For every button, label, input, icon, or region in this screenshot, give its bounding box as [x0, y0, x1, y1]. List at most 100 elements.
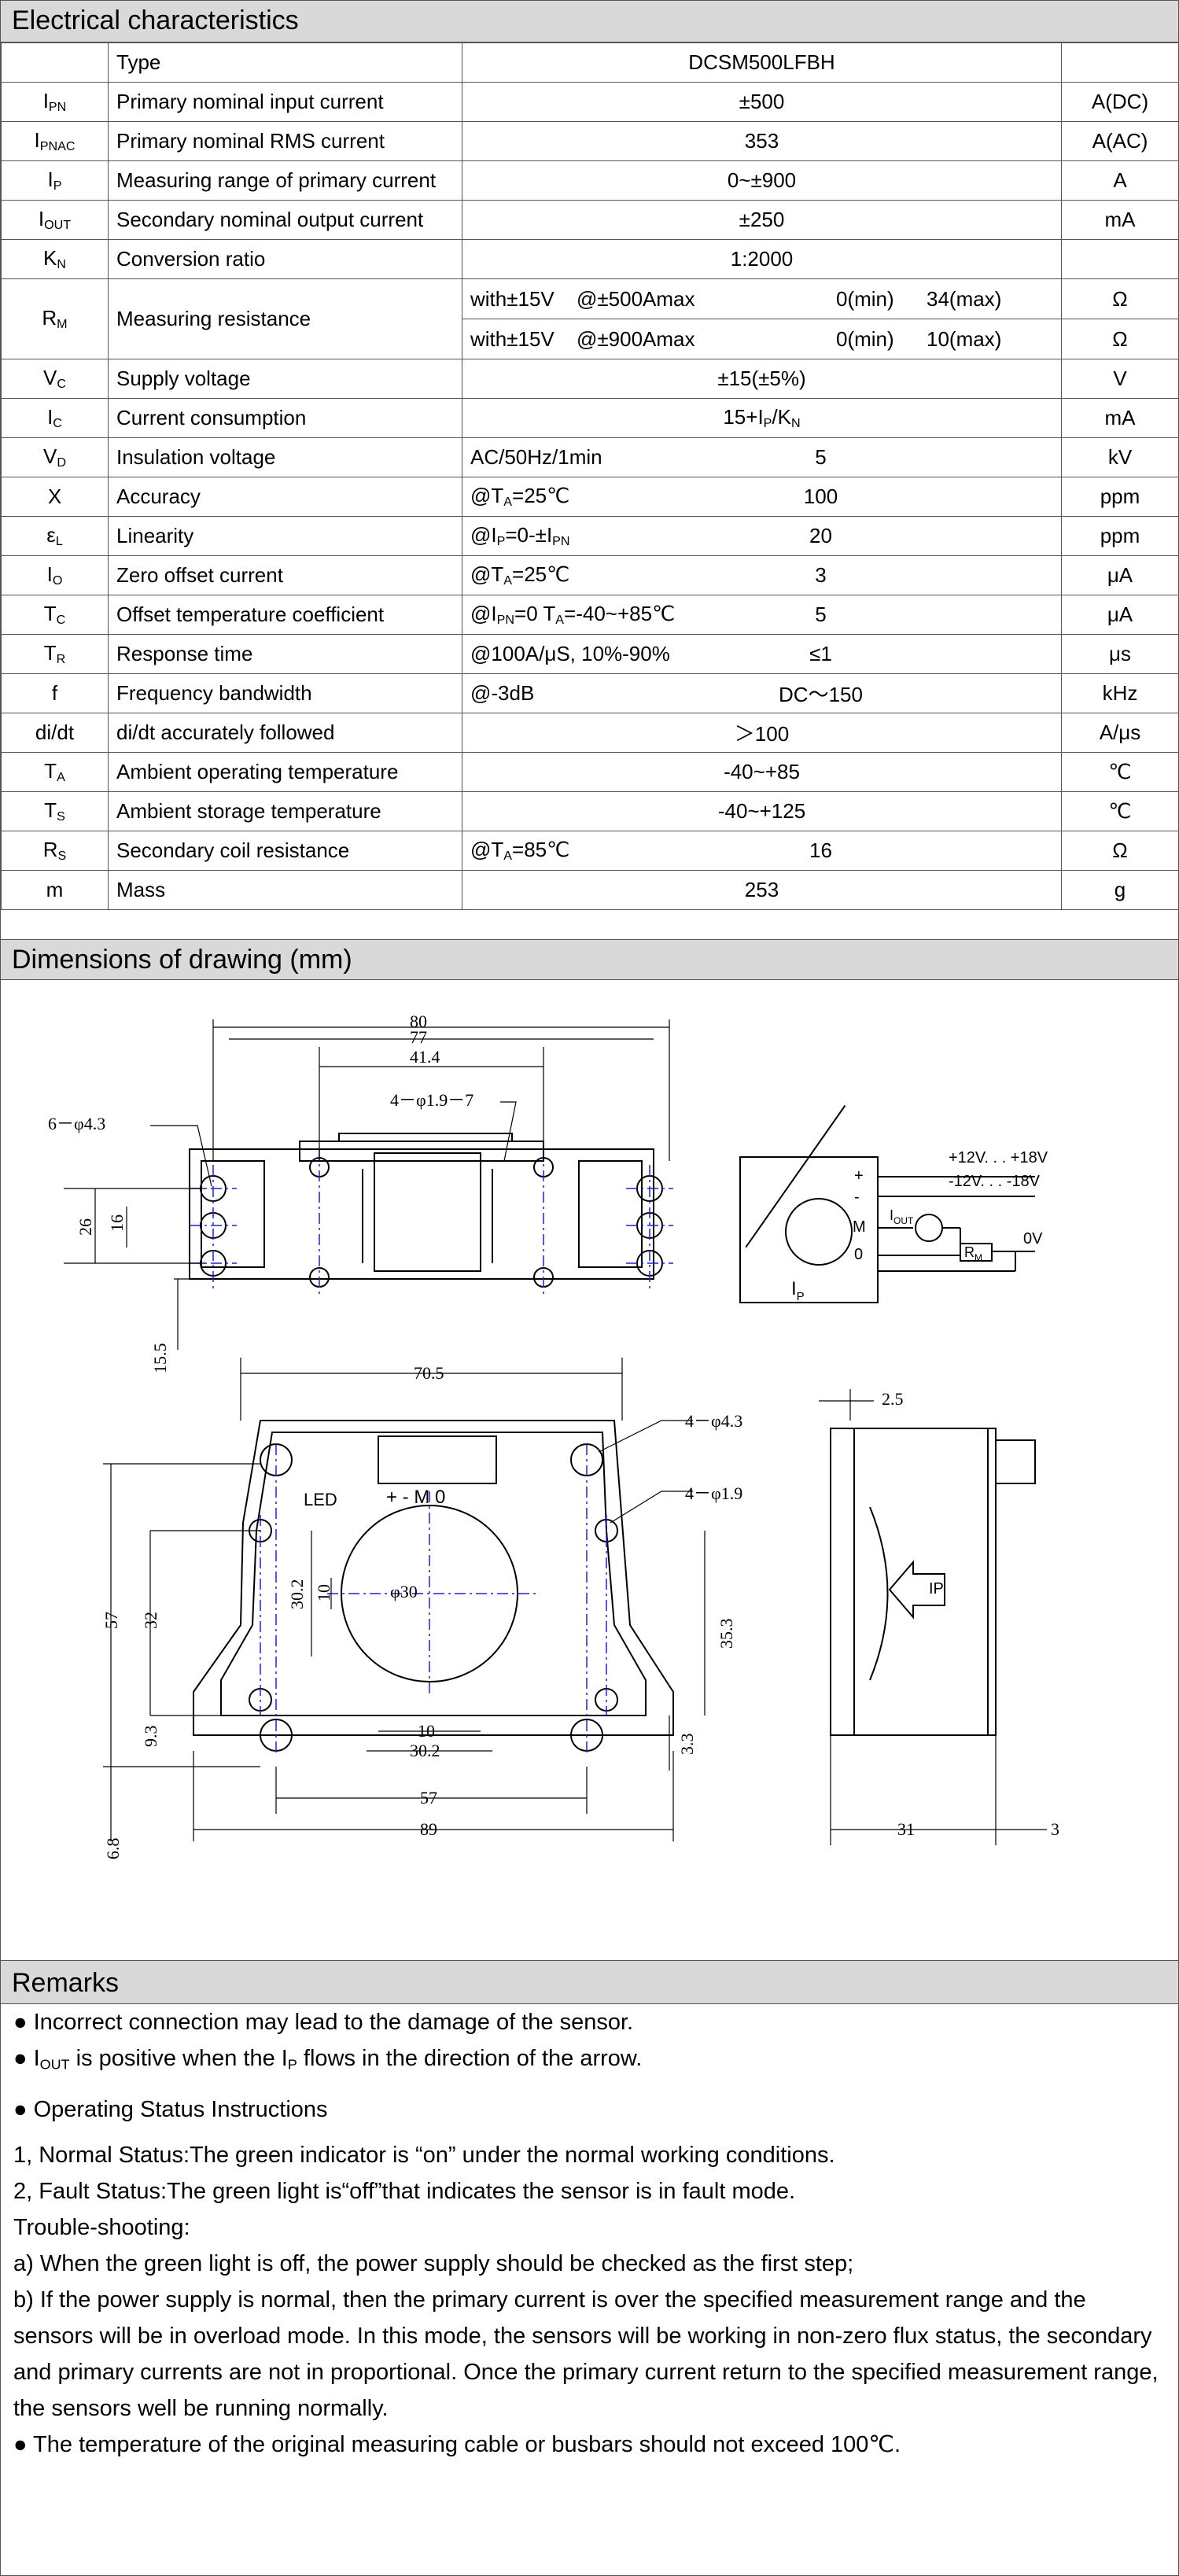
- param-label: Current consumption: [108, 398, 462, 438]
- symbol-cell: KN: [1, 239, 109, 279]
- svg-text:32: 32: [141, 1612, 160, 1629]
- svg-text:+12V. . . +18V: +12V. . . +18V: [949, 1149, 1048, 1166]
- svg-text:4－φ4.3: 4－φ4.3: [685, 1411, 742, 1431]
- svg-text:15.5: 15.5: [150, 1343, 170, 1374]
- param-label: Measuring range of primary current: [108, 160, 462, 201]
- param-label: Primary nominal RMS current: [108, 121, 462, 161]
- svg-text:+ - M 0: + - M 0: [386, 1487, 445, 1508]
- param-value: 1:2000: [462, 239, 1062, 279]
- svg-text:57: 57: [420, 1788, 437, 1808]
- symbol-cell: IC: [1, 398, 109, 438]
- type-value: DCSM500LFBH: [462, 42, 1062, 83]
- param-label: Mass: [108, 870, 462, 910]
- svg-text:30.2: 30.2: [287, 1579, 307, 1610]
- param-label: Frequency bandwidth: [108, 673, 462, 713]
- table-row-type: Type DCSM500LFBH: [1, 42, 1179, 83]
- param-value: -40~+85: [462, 752, 1062, 792]
- param-unit: A(AC): [1061, 121, 1179, 161]
- param-label: Secondary coil resistance: [108, 831, 462, 871]
- remark-line: b) If the power supply is normal, then t…: [13, 2287, 1159, 2422]
- param-value: ±15(±5%): [462, 359, 1062, 399]
- symbol-cell: εL: [1, 516, 109, 556]
- svg-text:-: -: [854, 1188, 860, 1206]
- side-view-body: [830, 1428, 1036, 1736]
- param-unit: A: [1061, 160, 1179, 201]
- svg-text:RM: RM: [964, 1244, 982, 1263]
- wiring-diagram: [739, 1104, 1035, 1303]
- front-view-body: [193, 1420, 674, 1752]
- remark-line: ● IOUT is positive when the IP flows in …: [13, 2046, 643, 2073]
- param-value: 353: [462, 121, 1062, 161]
- remark-line: ● Operating Status Instructions: [13, 2097, 328, 2123]
- svg-text:4－φ1.9－7: 4－φ1.9－7: [390, 1090, 473, 1110]
- param-unit: ℃: [1061, 752, 1179, 792]
- svg-text:6－φ4.3: 6－φ4.3: [48, 1114, 105, 1133]
- param-label: Linearity: [108, 516, 462, 556]
- remarks-header: Remarks: [1, 1960, 1178, 2004]
- svg-text:35.3: 35.3: [717, 1619, 736, 1649]
- param-unit: mA: [1061, 200, 1179, 240]
- svg-text:10: 10: [418, 1721, 435, 1741]
- param-label: Offset temperature coefficient: [108, 595, 462, 635]
- svg-text:77: 77: [410, 1027, 427, 1047]
- param-unit: μA: [1061, 555, 1179, 595]
- svg-text:IP: IP: [929, 1580, 944, 1598]
- param-unit: kV: [1061, 437, 1179, 477]
- svg-text:30.2: 30.2: [410, 1741, 440, 1760]
- param-label: Zero offset current: [108, 555, 462, 595]
- svg-text:3.3: 3.3: [677, 1734, 697, 1756]
- param-unit: kHz: [1061, 673, 1179, 713]
- param-value: ±250: [462, 200, 1062, 240]
- remark-line: ● The temperature of the original measur…: [13, 2432, 901, 2458]
- svg-text:0V: 0V: [1023, 1230, 1043, 1247]
- param-label: di/dt accurately followed: [108, 713, 462, 753]
- param-label: Primary nominal input current: [108, 82, 462, 122]
- param-value: ±500: [462, 82, 1062, 122]
- symbol-cell: IPN: [1, 82, 109, 122]
- svg-text:-12V. . . -18V: -12V. . . -18V: [949, 1173, 1041, 1190]
- remark-line: Trouble-shooting:: [13, 2215, 190, 2241]
- param-unit: μs: [1061, 634, 1179, 674]
- symbol-cell: TS: [1, 791, 109, 831]
- param-unit: Ω: [1061, 831, 1179, 871]
- param-unit: Ω: [1061, 278, 1179, 319]
- param-value: 15+IP/KN: [462, 398, 1062, 438]
- svg-text:89: 89: [420, 1819, 437, 1839]
- remark-line: a) When the green light is off, the powe…: [13, 2251, 854, 2277]
- param-label: Response time: [108, 634, 462, 674]
- svg-text:10: 10: [314, 1584, 333, 1601]
- symbol-cell: TC: [1, 595, 109, 635]
- symbol-cell: f: [1, 673, 109, 713]
- symbol-cell: IOUT: [1, 200, 109, 240]
- param-label: Insulation voltage: [108, 437, 462, 477]
- param-label: Measuring resistance: [108, 278, 462, 359]
- param-unit: ppm: [1061, 477, 1179, 517]
- svg-text:LED: LED: [304, 1490, 337, 1509]
- param-unit: μA: [1061, 595, 1179, 635]
- symbol-cell: di/dt: [1, 713, 109, 753]
- param-unit: A(DC): [1061, 82, 1179, 122]
- param-label: Accuracy: [108, 477, 462, 517]
- svg-text:M: M: [853, 1218, 866, 1236]
- remark-line: ● Incorrect connection may lead to the d…: [13, 2010, 634, 2035]
- param-label: Type: [108, 42, 462, 83]
